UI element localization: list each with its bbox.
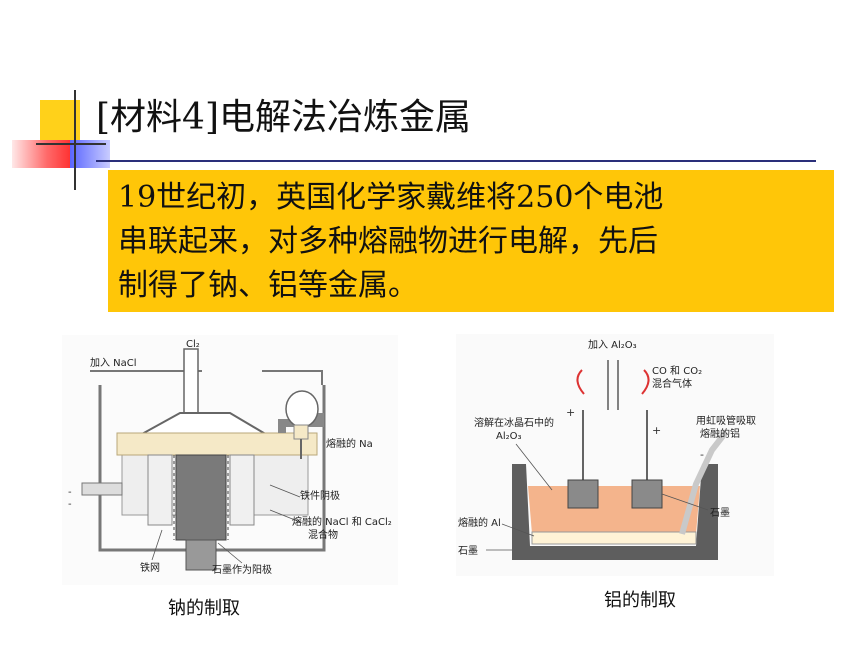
title-underline	[96, 160, 816, 162]
label-siphon-2: 熔融的铝	[700, 427, 740, 440]
aluminum-cell-diagram: + + - 加入 Al₂O₃ CO 和 CO₂ 混合气体 溶解在冰晶石中的 Al…	[456, 334, 774, 576]
decor-horizontal-line	[36, 143, 106, 145]
label-molten-al: 熔融的 Al	[458, 516, 501, 529]
decor-vertical-line	[74, 90, 76, 190]
svg-text:-: -	[68, 499, 72, 510]
caption-aluminum: 铝的制取	[604, 590, 676, 611]
label-molten-mix: 熔融的 NaCl 和 CaCl₂	[292, 515, 392, 528]
paragraph-line: 制得了钠、铝等金属。	[118, 268, 418, 303]
label-molten-na: 熔融的 Na	[326, 437, 373, 450]
label-gas-mix: 混合气体	[652, 377, 692, 390]
label-iron-mesh: 铁网	[140, 561, 160, 574]
paragraph-box: 19世纪初，英国化学家戴维将250个电池 串联起来，对多种熔融物进行电解，先后 …	[108, 170, 834, 312]
label-molten-mix-2: 混合物	[308, 528, 338, 541]
sodium-cell-diagram: - - Cl₂ 加入 NaCl 熔融的 Na 铁件阴极 熔融的 NaCl 和 C…	[62, 335, 398, 585]
label-graphite-anode: 石墨作为阳极	[212, 563, 272, 576]
svg-text:-: -	[700, 448, 704, 461]
label-cl2: Cl₂	[186, 339, 200, 350]
paragraph-line: 19世纪初，英国化学家戴维将250个电池	[118, 180, 664, 215]
label-dissolved-2: Al₂O₃	[496, 431, 522, 442]
label-add-nacl: 加入 NaCl	[90, 357, 137, 369]
caption-sodium: 钠的制取	[168, 598, 240, 619]
label-iron-cathode: 铁件阴极	[300, 489, 340, 502]
svg-text:+: +	[652, 424, 661, 437]
label-graphite-right: 石墨	[710, 507, 730, 519]
svg-text:-: -	[68, 487, 72, 498]
decor-yellow-square	[40, 100, 80, 140]
slide-title: [材料4]电解法冶炼金属	[96, 97, 471, 138]
label-siphon: 用虹吸管吸取	[696, 414, 756, 427]
label-add-al2o3: 加入 Al₂O₃	[588, 339, 637, 351]
paragraph-line: 串联起来，对多种熔融物进行电解，先后	[118, 224, 658, 259]
label-co-co2: CO 和 CO₂	[652, 365, 702, 377]
svg-text:+: +	[566, 406, 575, 419]
label-dissolved: 溶解在冰晶石中的	[474, 416, 554, 429]
label-graphite-left: 石墨	[458, 545, 478, 557]
